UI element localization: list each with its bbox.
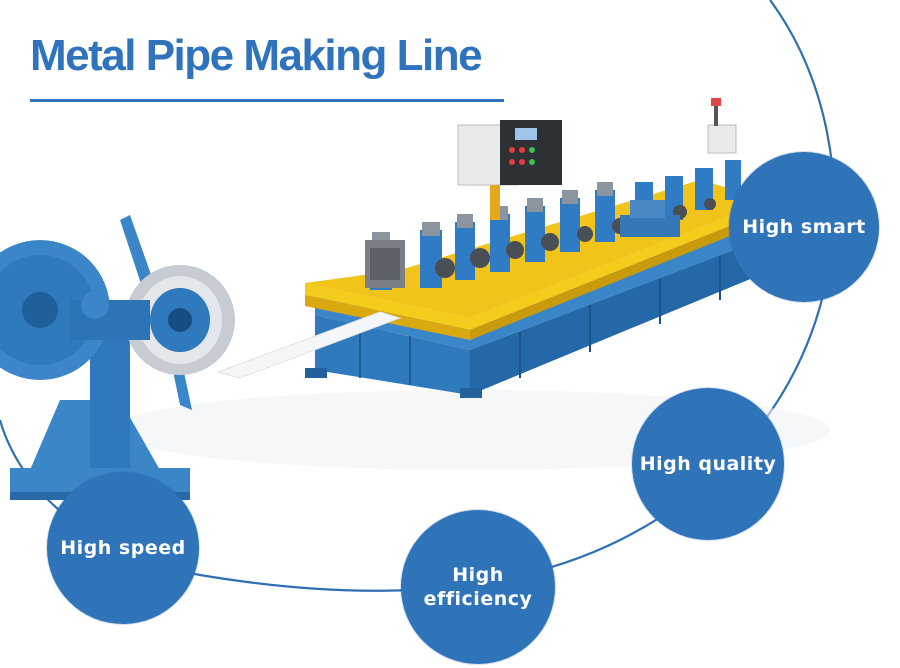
feature-label: High quality: [639, 453, 777, 475]
feature-label: High speed: [60, 537, 186, 559]
forming-mill: [305, 98, 770, 398]
page-title: Metal Pipe Making Line: [30, 31, 483, 80]
title-underline: [30, 99, 504, 102]
decoiler: [0, 215, 235, 500]
feature-label-line2: efficiency: [423, 588, 533, 610]
feature-badge-high-quality: High quality: [632, 388, 784, 540]
feature-badge-high-speed: High speed: [47, 472, 199, 624]
feature-label-line1: High: [452, 564, 504, 586]
steel-strip: [216, 311, 402, 379]
feature-badge-high-efficiency: High efficiency: [401, 510, 555, 664]
feature-badge-high-smart: High smart: [729, 152, 879, 302]
feature-label: High smart: [742, 216, 866, 238]
